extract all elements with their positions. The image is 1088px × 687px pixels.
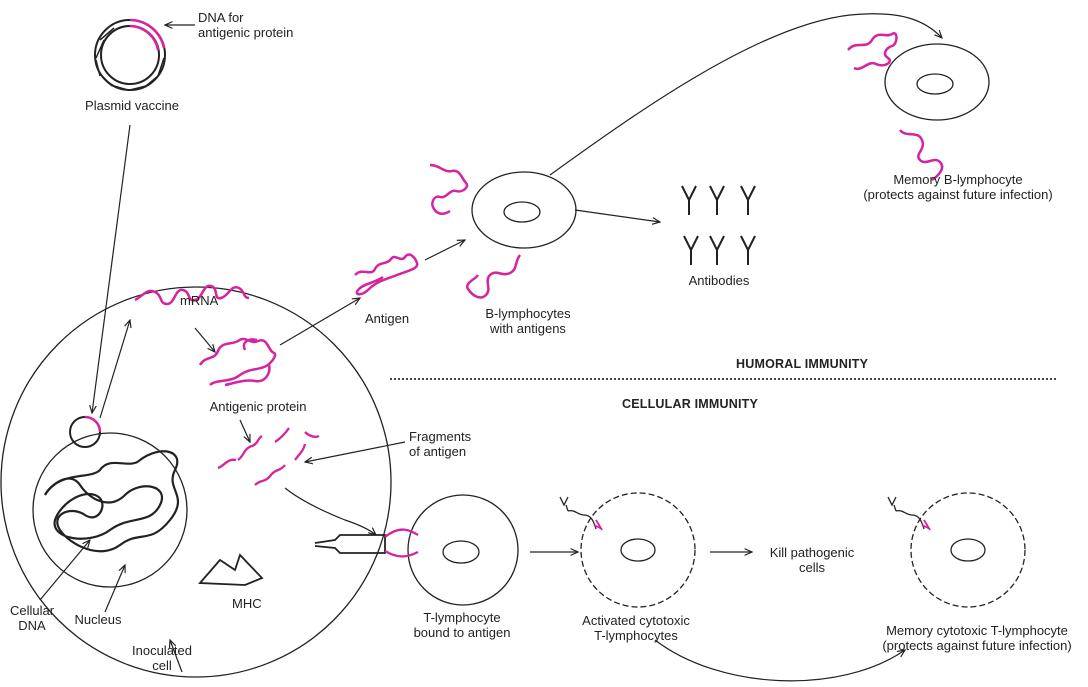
plasmid-to-nucleus-arrow xyxy=(92,124,131,413)
antibodies-icon xyxy=(681,185,756,265)
label-kill-pathogenic: Kill pathogenic cells xyxy=(769,545,855,575)
antigen-to-b-arrow xyxy=(424,240,465,261)
label-antigen: Antigen xyxy=(365,311,410,326)
antigen-fragments-icon xyxy=(217,427,320,486)
label-t-lymphocyte: T-lymphocyte bound to antigen xyxy=(413,610,511,640)
t-receptor-icon xyxy=(314,528,419,558)
label-mrna: mRNA xyxy=(180,293,219,308)
b-lymphocyte-nucleus xyxy=(503,201,541,223)
label-fragments: Fragments of antigen xyxy=(409,429,472,459)
memory-b-antigen-bottom-icon xyxy=(899,129,944,182)
protein-to-antigen-arrow xyxy=(279,298,360,346)
fragments-to-t-arrow xyxy=(284,487,376,535)
memory-b-nucleus xyxy=(916,73,954,95)
antigenic-protein-icon xyxy=(198,337,277,387)
activated-marker-icon xyxy=(593,519,603,531)
nuclear-plasmid-icon xyxy=(69,415,102,448)
memory-b-antigen-top-icon xyxy=(847,32,898,71)
activated-cytotoxic-cell xyxy=(559,492,696,608)
mhc-icon xyxy=(198,553,264,586)
label-antigenic-protein: Antigenic protein xyxy=(209,399,307,414)
label-plasmid-vaccine: Plasmid vaccine xyxy=(85,98,179,113)
inoculated-pointer xyxy=(170,640,183,673)
mrna-to-protein-arrow xyxy=(194,327,215,352)
nucleus-circle xyxy=(32,432,188,588)
t-lymphocyte-nucleus xyxy=(442,540,480,564)
label-humoral-immunity: HUMORAL IMMUNITY xyxy=(736,357,869,371)
label-mhc: MHC xyxy=(232,596,262,611)
nucleus-pointer xyxy=(104,565,125,613)
b-to-memory-arrow xyxy=(549,13,942,176)
label-nucleus: Nucleus xyxy=(74,612,122,627)
label-b-lymphocytes: B-lymphocytes with antigens xyxy=(485,306,571,336)
label-memory-cytotoxic: Memory cytotoxic T-lymphocyte (protects … xyxy=(882,623,1072,653)
memory-cytotoxic-cell xyxy=(887,492,1026,608)
label-inoculated-cell: Inoculated cell xyxy=(132,643,192,673)
memory-b-cell xyxy=(884,43,990,121)
label-memory-b: Memory B-lymphocyte (protects against fu… xyxy=(863,172,1053,202)
label-dna-for-antigenic-protein: DNA for antigenic protein xyxy=(198,10,294,40)
b-lymphocyte-cell xyxy=(471,171,577,249)
nucleus-to-mrna-arrow xyxy=(99,320,130,419)
label-activated-cytotoxic: Activated cytotoxic T-lymphocytes xyxy=(582,613,690,643)
plasmid-vaccine-icon xyxy=(94,18,166,91)
cellular-dna-pointer xyxy=(39,540,90,601)
antigen-icon xyxy=(354,253,419,296)
mrna-icon xyxy=(134,284,250,306)
activated-to-memory-arrow xyxy=(654,639,905,682)
b-to-antibodies-arrow xyxy=(574,209,660,222)
t-lymphocyte-cell xyxy=(407,494,519,606)
b-antigen-bottom-icon xyxy=(465,254,522,299)
inoculated-cell xyxy=(0,286,392,678)
protein-to-fragments-arrow xyxy=(239,419,250,442)
label-antibodies: Antibodies xyxy=(688,273,750,288)
cellular-dna-icon xyxy=(44,450,180,553)
label-cellular-dna: Cellular DNA xyxy=(9,603,55,633)
label-cellular-immunity: CELLULAR IMMUNITY xyxy=(622,397,759,411)
fragments-pointer-arrow xyxy=(305,441,406,462)
b-antigen-top-icon xyxy=(429,163,469,215)
memory-cytotoxic-marker-icon xyxy=(921,519,931,531)
